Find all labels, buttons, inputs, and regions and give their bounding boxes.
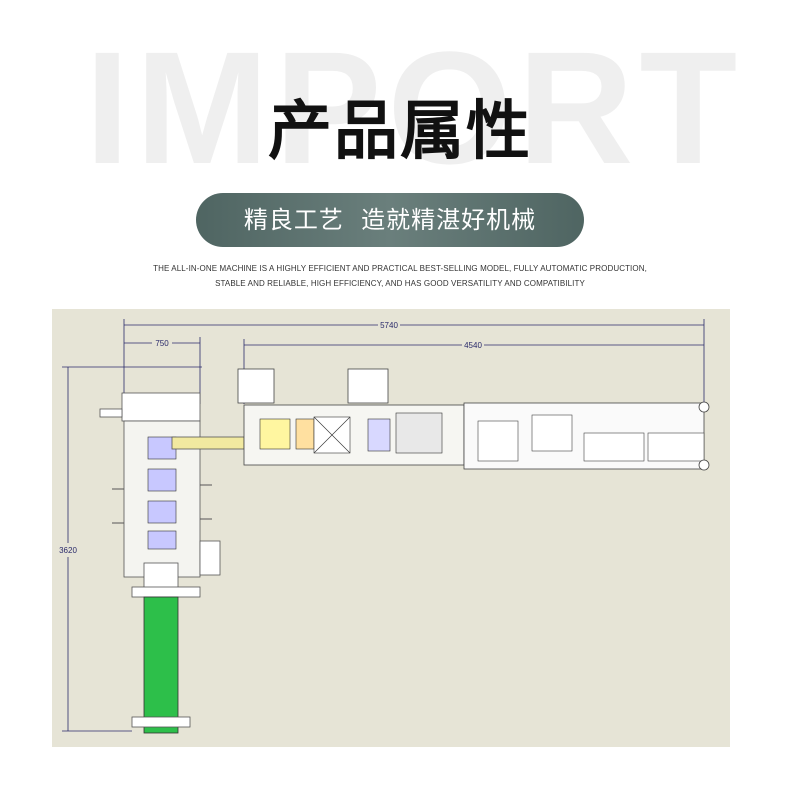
subtitle-pill: 精良工艺 造就精湛好机械 (196, 193, 584, 247)
dimension-total-height: 3620 (59, 546, 77, 555)
dimension-line-length: 4540 (464, 341, 482, 350)
connector-belt (171, 436, 245, 450)
background-watermark-word: IMPORT (85, 18, 744, 197)
machine-layout-drawing: 5740 750 4540 3620 (58, 319, 710, 734)
feeder-module (99, 392, 221, 598)
description-line-2: STABLE AND RELIABLE, HIGH EFFICIENCY, AN… (215, 279, 585, 288)
description-line-1: THE ALL-IN-ONE MACHINE IS A HIGHLY EFFIC… (153, 264, 647, 273)
dimension-total-length: 5740 (380, 321, 398, 330)
dimension-feeder-width: 750 (155, 339, 169, 348)
main-production-line (237, 368, 710, 471)
machine-drawing-panel: 5740 750 4540 3620 (52, 309, 730, 747)
page-title: 产品属性 (268, 95, 532, 169)
output-conveyor (131, 596, 191, 734)
